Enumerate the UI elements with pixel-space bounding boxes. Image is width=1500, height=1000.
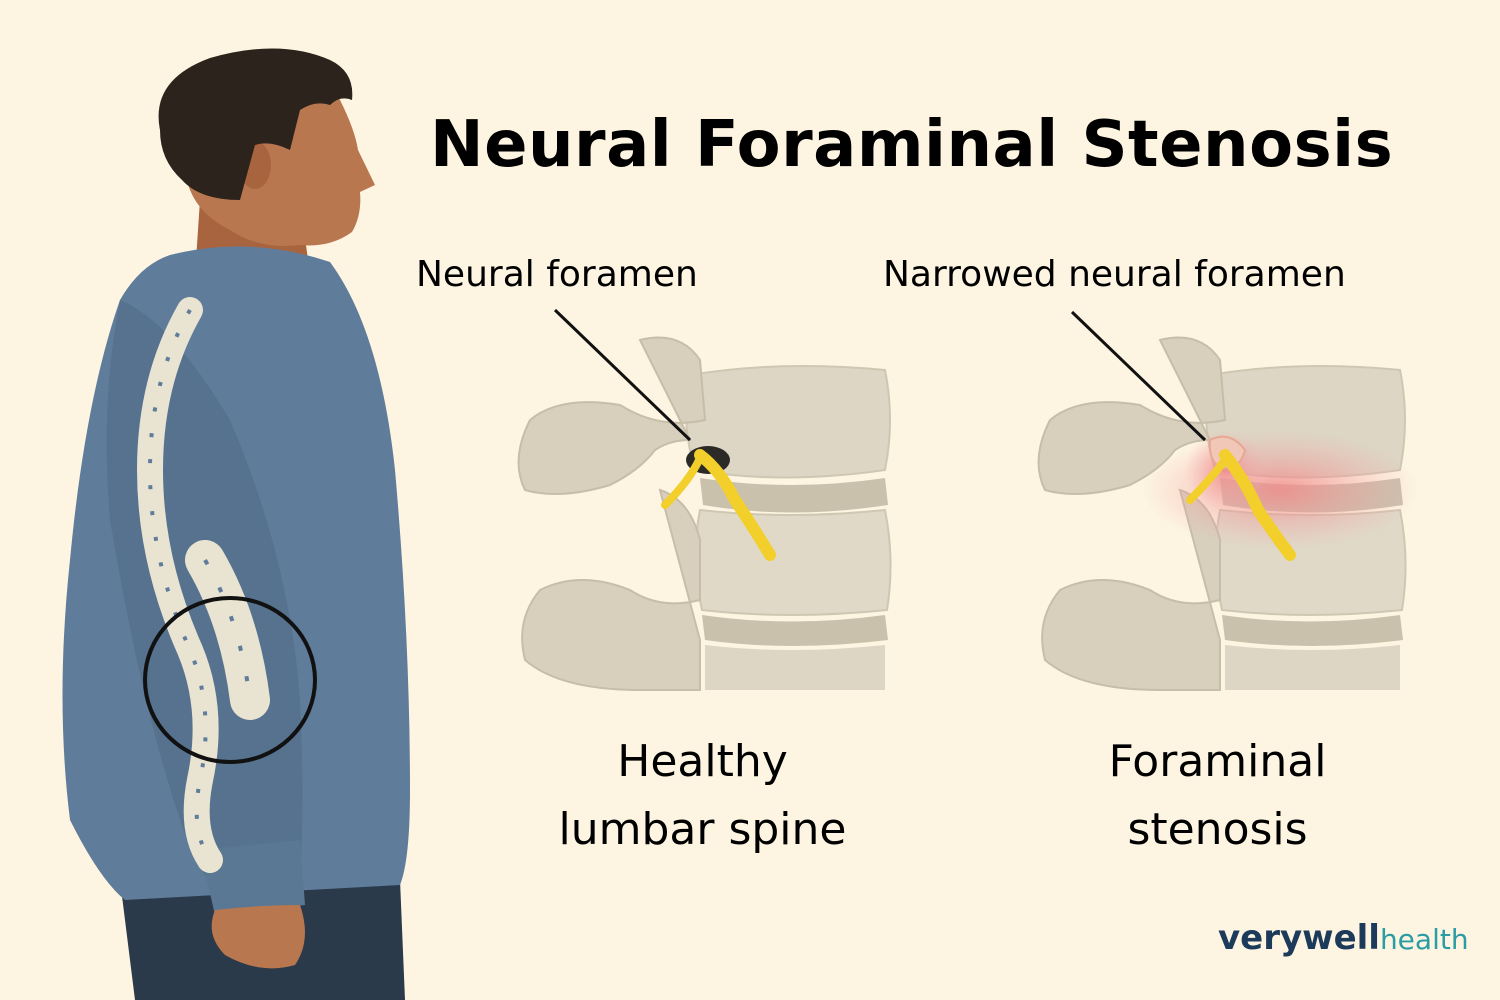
healthy-caption-line-2: lumbar spine [558,804,847,855]
brand-logo: verywellhealth [1218,918,1469,958]
healthy-caption-line-1: Healthy [617,736,788,787]
brand-logo-part1: verywell [1218,918,1380,958]
brand-logo-part2: health [1379,923,1469,956]
person-figure [62,48,410,1000]
hair [158,48,353,200]
spine-bones [136,297,270,873]
sleeve-cuff [200,840,305,915]
hand [211,905,305,969]
stenosis-caption-line-2: stenosis [1127,804,1308,855]
stenosis-caption-line-1: Foraminal [1108,736,1327,787]
healthy-pointer-line [553,308,692,442]
narrowed-foramen-label: Narrowed neural foramen [883,254,1346,295]
stenosis-caption: Foraminal stenosis [1065,728,1370,864]
page-title: Neural Foraminal Stenosis [430,108,1394,182]
healthy-spine-illustration [517,308,892,691]
healthy-foramen-label: Neural foramen [416,254,698,295]
healthy-caption: Healthy lumbar spine [540,728,865,864]
lumbar-highlight-circle [143,596,317,764]
stenosis-pointer-line [1070,310,1207,442]
stenosis-spine-illustration [1037,310,1420,691]
